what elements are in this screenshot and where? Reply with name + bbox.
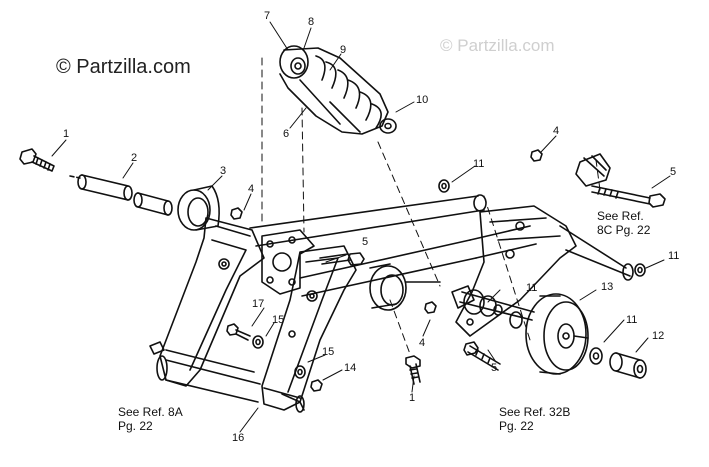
reference-line: Pg. 22 xyxy=(499,419,534,433)
left-arm-assembly xyxy=(149,217,265,403)
bolt-lower-part-1 xyxy=(405,355,421,385)
callout-label: 12 xyxy=(652,330,665,342)
callout-label: 11 xyxy=(668,250,680,262)
center-bushing xyxy=(369,263,441,311)
callout-label: 5 xyxy=(362,236,369,248)
callout-label: 16 xyxy=(232,432,245,444)
callout-label: 6 xyxy=(283,128,290,140)
wheel-axle xyxy=(459,289,535,329)
small-hardware-14-15-17 xyxy=(226,323,323,392)
reference-note-8a: See Ref. 8A Pg. 22 xyxy=(118,405,183,433)
callout-label: 11 xyxy=(626,314,638,326)
callout-label: 11 xyxy=(526,282,538,294)
reference-line: 8C Pg. 22 xyxy=(597,223,651,237)
bushing-part-3 xyxy=(177,185,220,231)
callout-label: 5 xyxy=(670,166,677,178)
callout-label: 14 xyxy=(344,362,357,374)
nuts-part-4 xyxy=(230,207,437,314)
right-arm-assembly xyxy=(261,245,357,413)
callout-label: 1 xyxy=(409,392,416,404)
reference-line: Pg. 22 xyxy=(118,419,153,433)
callout-label: 2 xyxy=(131,152,138,164)
callout-label: 4 xyxy=(553,125,560,137)
callout-label: 13 xyxy=(601,281,614,293)
callout-label: 17 xyxy=(252,298,265,310)
right-bracket-assembly xyxy=(451,205,634,337)
upper-cross-tubes xyxy=(249,194,537,297)
callout-label: 3 xyxy=(220,165,227,177)
assembly-dashed-lines xyxy=(261,57,601,355)
shock-absorber-parts-6-10 xyxy=(279,45,397,135)
reference-note-32b: See Ref. 32B Pg. 22 xyxy=(499,405,570,433)
idler-wheel-part-13 xyxy=(525,293,589,375)
callout-label: 1 xyxy=(63,128,70,140)
upper-right-bushing xyxy=(530,149,611,187)
reference-note-8c: See Ref. 8C Pg. 22 xyxy=(597,209,650,237)
callout-label: 8 xyxy=(308,16,315,28)
washers-part-11 xyxy=(438,179,646,365)
callout-label: 7 xyxy=(264,10,271,22)
spacer-part-12 xyxy=(609,352,647,379)
center-bracket xyxy=(261,229,315,295)
reference-line: See Ref. 32B xyxy=(499,405,571,419)
callout-label: 5 xyxy=(491,362,498,374)
bolt-part-1 xyxy=(19,148,55,172)
reference-line: See Ref. 8A xyxy=(118,405,183,419)
spacer-tube-part-2 xyxy=(69,174,173,216)
callout-label: 10 xyxy=(416,94,429,106)
bolts-part-5 xyxy=(319,185,666,371)
leader-lines xyxy=(51,21,671,433)
callout-label: 9 xyxy=(340,44,347,56)
callout-label: 4 xyxy=(419,337,426,349)
callout-label: 4 xyxy=(248,183,255,195)
callout-label: 15 xyxy=(272,314,285,326)
callout-label: 15 xyxy=(322,346,335,358)
watermark: © Partzilla.com xyxy=(56,56,191,78)
callout-label: 11 xyxy=(473,158,485,170)
watermark-faded: © Partzilla.com xyxy=(440,36,555,55)
reference-line: See Ref. xyxy=(597,209,644,223)
